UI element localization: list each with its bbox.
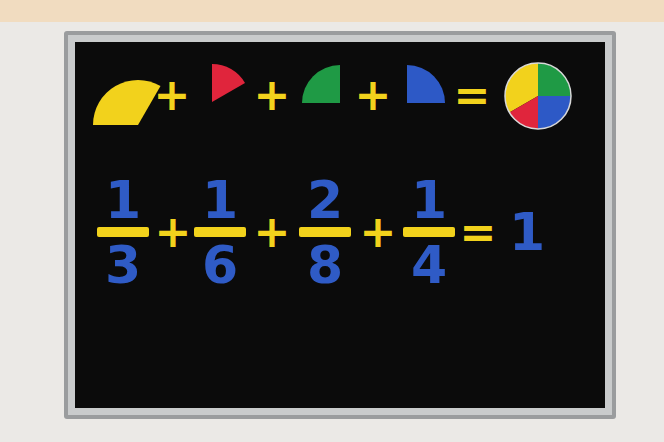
whole-circle (505, 63, 571, 129)
fraction-bar (299, 227, 351, 237)
plus-sign: + (355, 73, 392, 117)
board-frame-inner (68, 35, 612, 415)
plus-sign: + (360, 210, 397, 254)
sixth-piece (212, 64, 245, 102)
result-number: 1 (509, 206, 545, 258)
fraction-bar (97, 227, 149, 237)
felt-surface (75, 42, 605, 408)
numerator: 1 (105, 174, 141, 226)
quarter-piece (302, 65, 340, 103)
plus-sign: + (155, 210, 192, 254)
numerator: 1 (411, 174, 447, 226)
quarter-piece (407, 65, 445, 103)
plus-sign: + (254, 73, 291, 117)
numerator: 1 (202, 174, 238, 226)
plus-sign: + (154, 73, 191, 117)
equals-sign: = (460, 210, 497, 254)
fraction-bar (194, 227, 246, 237)
denominator: 4 (411, 239, 447, 291)
fraction-bar (403, 227, 455, 237)
denominator: 6 (202, 239, 238, 291)
denominator: 8 (307, 239, 343, 291)
board-frame (64, 31, 616, 419)
denominator: 3 (105, 239, 141, 291)
third-piece (93, 80, 161, 125)
wall-top-band (0, 0, 664, 22)
equals-sign: = (454, 73, 491, 117)
plus-sign: + (254, 210, 291, 254)
numerator: 2 (307, 174, 343, 226)
